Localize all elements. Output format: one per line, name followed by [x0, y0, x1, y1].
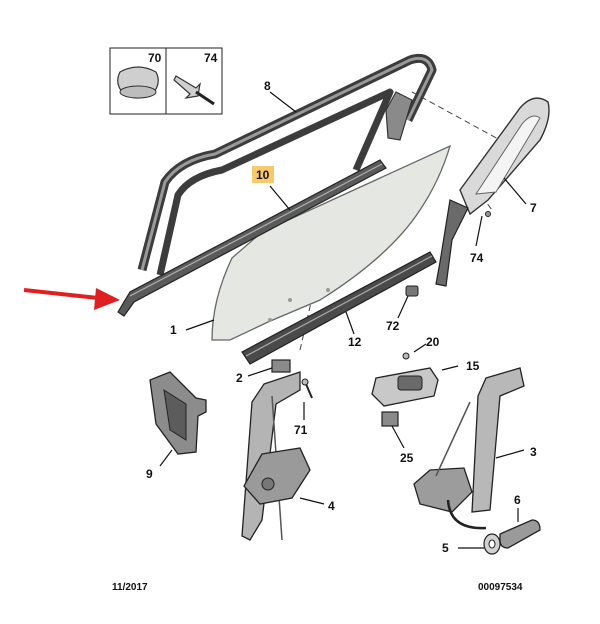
part-label-3: 3	[530, 445, 537, 459]
window-glass-1	[211, 144, 452, 341]
part-label-8: 8	[264, 79, 271, 93]
fastener-inset-box: 70 74	[109, 47, 223, 115]
part-label-7: 7	[530, 201, 537, 215]
part-label-9: 9	[146, 467, 153, 481]
clip-2	[271, 359, 291, 373]
part-label-12: 12	[348, 335, 362, 349]
washer-5	[483, 533, 501, 555]
switch-15	[371, 367, 439, 407]
clip-72	[405, 285, 419, 297]
part-label-25: 25	[400, 451, 414, 465]
part-label-71: 71	[294, 423, 308, 437]
belt-weatherstrip-10	[117, 159, 387, 317]
clip-70-icon	[117, 66, 159, 99]
frame-seal-8	[137, 53, 437, 276]
footer-date: 11/2017	[112, 582, 148, 593]
handle-6	[499, 519, 541, 549]
part-label-74-inset: 74	[204, 51, 218, 65]
part-label-15: 15	[466, 359, 480, 373]
part-label-70: 70	[148, 51, 162, 65]
inner-belt-seal-12	[241, 251, 437, 365]
footer-reference: 00097534	[478, 582, 523, 593]
part-label-2: 2	[236, 371, 243, 385]
screw-71	[301, 378, 313, 399]
connector-25	[381, 411, 399, 427]
rear-channel-7	[435, 97, 550, 287]
rivet-74	[485, 211, 491, 217]
part-label-72: 72	[386, 319, 400, 333]
rivet-74-icon	[173, 75, 215, 106]
part-label-4: 4	[328, 499, 335, 513]
bracket-9	[149, 371, 207, 455]
part-label-5: 5	[442, 541, 449, 555]
screw-20	[402, 352, 410, 360]
part-label-10: 10	[256, 168, 270, 182]
leader-lines	[159, 91, 527, 549]
regulator-3	[413, 367, 525, 530]
part-label-1: 1	[170, 323, 177, 337]
part-label-20: 20	[426, 335, 440, 349]
regulator-4	[241, 371, 311, 541]
part-label-6: 6	[514, 493, 521, 507]
highlight-arrow-icon	[23, 288, 120, 310]
highlight-box-10	[252, 166, 274, 183]
part-label-74: 74	[470, 251, 484, 265]
